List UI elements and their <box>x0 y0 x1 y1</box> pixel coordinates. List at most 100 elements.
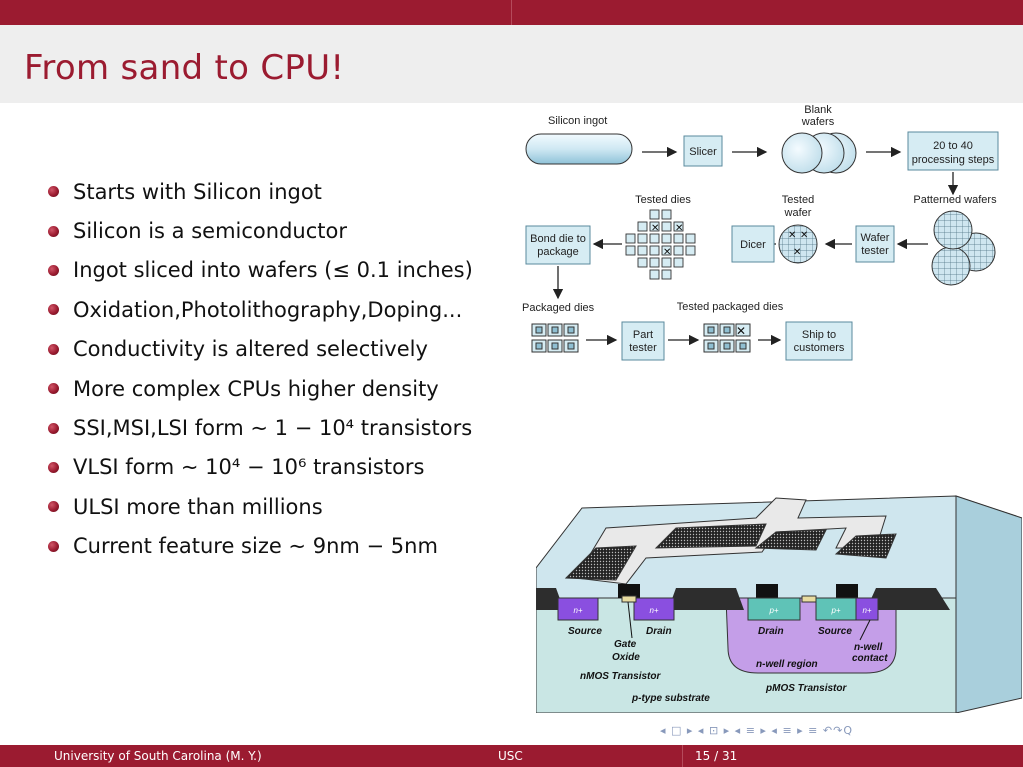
bullet-item: Ingot sliced into wafers (≤ 0.1 inches) <box>48 251 518 290</box>
svg-text:✕: ✕ <box>675 223 683 234</box>
bullet-list: Starts with Silicon ingot Silicon is a s… <box>48 172 518 566</box>
bullet-icon <box>48 501 59 513</box>
bullet-icon <box>48 343 59 355</box>
bond-die-box <box>525 225 591 265</box>
wafer-tester-label: Wafer <box>861 232 890 244</box>
oxide-label: Oxide <box>612 652 640 663</box>
tested-packaged-dies-label: Tested packaged dies <box>677 301 784 313</box>
patterned-wafer-icon <box>933 210 973 250</box>
bullet-icon <box>48 422 59 434</box>
bullet-item: ULSI more than millions <box>48 487 518 526</box>
bullet-text: Current feature size ∼ 9nm − 5nm <box>73 534 438 559</box>
bullet-text: SSI,MSI,LSI form ∼ 1 − 10⁴ transistors <box>73 416 473 441</box>
bullet-icon <box>48 304 59 316</box>
tested-dies-icon <box>625 209 696 280</box>
bullet-item: Conductivity is altered selectively <box>48 330 518 369</box>
patterned-wafer-icon <box>931 246 971 286</box>
slicer-label: Slicer <box>689 146 717 158</box>
packaged-dies-label: Packaged dies <box>522 302 595 314</box>
bullet-text: Starts with Silicon ingot <box>73 179 322 204</box>
drain-label: Drain <box>758 626 784 637</box>
svg-text:✕: ✕ <box>736 324 746 338</box>
nwell-contact-label: n-well <box>854 642 883 653</box>
n-plus-label: n+ <box>573 606 582 615</box>
tested-dies-label: Tested dies <box>635 194 691 206</box>
tested-wafer-label: Tested <box>782 194 814 206</box>
footer-page-number: 15 / 31 <box>695 749 738 763</box>
dicer-label: Dicer <box>740 239 766 251</box>
bullet-item: SSI,MSI,LSI form ∼ 1 − 10⁴ transistors <box>48 408 518 447</box>
gate-label: Gate <box>614 639 637 650</box>
svg-text:✕: ✕ <box>793 247 801 258</box>
wafer-tester-box <box>855 225 895 263</box>
pmos-label: pMOS Transistor <box>765 683 847 694</box>
bullet-text: Oxidation,Photolithography,Doping... <box>73 297 463 322</box>
part-tester-box <box>621 321 665 361</box>
p-plus-label: p+ <box>830 606 840 615</box>
nmos-label: nMOS Transistor <box>580 671 661 682</box>
steps-label: 20 to 40 <box>933 140 973 152</box>
bullet-text: Ingot sliced into wafers (≤ 0.1 inches) <box>73 258 473 283</box>
nwell-region-label: n-well region <box>756 659 818 670</box>
bullet-text: ULSI more than millions <box>73 494 323 519</box>
blank-wafers-label: Blank <box>804 104 832 116</box>
ship-box <box>785 321 853 361</box>
title-bar <box>0 25 1023 103</box>
bullet-item: More complex CPUs higher density <box>48 369 518 408</box>
source-label: Source <box>568 626 602 637</box>
packaged-dies-icon <box>531 323 579 353</box>
bullet-text: Silicon is a semiconductor <box>73 219 347 244</box>
bullet-text: VLSI form ∼ 10⁴ − 10⁶ transistors <box>73 455 425 480</box>
svg-text:✕: ✕ <box>663 247 671 258</box>
bullet-item: Current feature size ∼ 9nm − 5nm <box>48 527 518 566</box>
bullet-item: Starts with Silicon ingot <box>48 172 518 211</box>
bullet-text: Conductivity is altered selectively <box>73 337 428 362</box>
drain-label: Drain <box>646 626 672 637</box>
tested-wafer-icon <box>778 224 818 264</box>
bullet-icon <box>48 383 59 395</box>
source-label: Source <box>818 626 852 637</box>
bullet-item: Silicon is a semiconductor <box>48 211 518 250</box>
ingot-icon <box>525 133 633 165</box>
bullet-icon <box>48 186 59 198</box>
wafer-icon <box>781 132 823 174</box>
svg-text:✕: ✕ <box>788 230 796 241</box>
blank-wafers-label: wafers <box>801 116 835 128</box>
dicer-box <box>731 225 775 263</box>
steps-label: processing steps <box>912 154 995 166</box>
part-tester-label: Part <box>633 329 653 341</box>
svg-text:✕: ✕ <box>800 230 808 241</box>
footer-bar: University of South Carolina (M. Y.) USC… <box>0 745 1023 767</box>
bullet-icon <box>48 461 59 473</box>
bullet-item: Oxidation,Photolithography,Doping... <box>48 290 518 329</box>
nwell-contact-label: contact <box>852 653 888 664</box>
substrate-label: p-type substrate <box>631 693 710 704</box>
ship-label: Ship to <box>802 329 836 341</box>
ship-label: customers <box>794 342 845 354</box>
silicon-ingot-label: Silicon ingot <box>548 115 607 127</box>
processing-steps-box <box>907 131 999 171</box>
beamer-navigation[interactable]: ◂ □ ▸ ◂ ⊡ ▸ ◂ ≡ ▸ ◂ ≡ ▸ ≡ ↶↷Q <box>660 724 853 737</box>
bullet-icon <box>48 264 59 276</box>
n-plus-label: n+ <box>862 606 871 615</box>
p-plus-label: p+ <box>768 606 778 615</box>
slicer-box <box>683 135 723 167</box>
bullet-item: VLSI form ∼ 10⁴ − 10⁶ transistors <box>48 448 518 487</box>
slide-title: From sand to CPU! <box>24 48 345 88</box>
bullet-text: More complex CPUs higher density <box>73 376 439 401</box>
cmos-cross-section-diagram: n+ n+ p+ p+ n+ Source Drain Gate Oxide n… <box>536 495 1022 713</box>
part-tester-label: tester <box>629 342 657 354</box>
patterned-wafers-label: Patterned wafers <box>913 194 997 206</box>
fabrication-flow-diagram: Silicon ingot Slicer Blank wafers 20 to … <box>522 104 999 361</box>
bullet-icon <box>48 225 59 237</box>
top-bar <box>0 0 1023 25</box>
footer-author: University of South Carolina (M. Y.) <box>54 749 262 763</box>
n-plus-label: n+ <box>649 606 658 615</box>
footer-short-title: USC <box>498 749 523 763</box>
tested-packaged-dies-icon <box>703 323 751 353</box>
bond-label: Bond die to <box>530 233 586 245</box>
bullet-icon <box>48 540 59 552</box>
svg-text:✕: ✕ <box>651 223 659 234</box>
tested-wafer-label: wafer <box>784 207 812 219</box>
wafer-tester-label: tester <box>861 245 889 257</box>
